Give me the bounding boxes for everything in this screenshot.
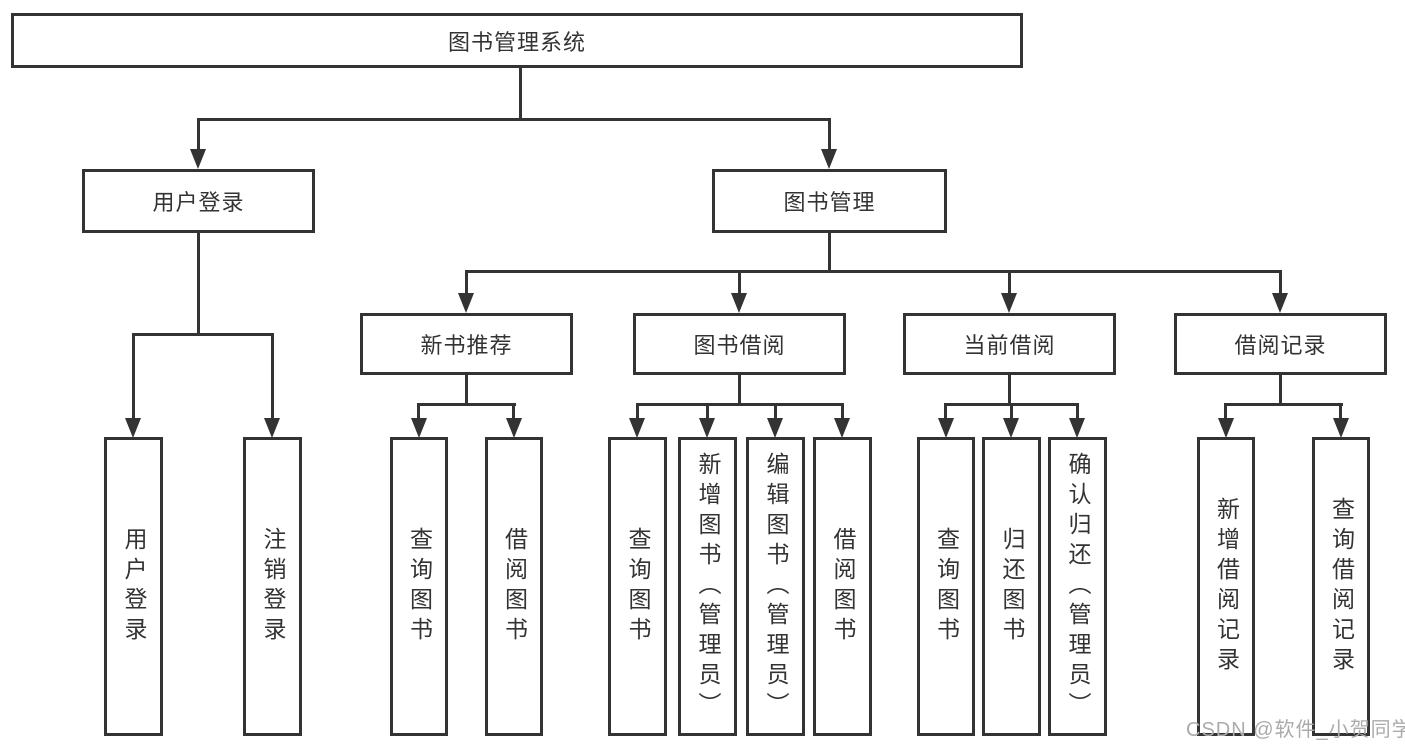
arrow-down-icon	[821, 149, 837, 169]
arrow-down-icon	[125, 418, 141, 438]
leaf-edit-books-admin: 编辑图书（管理员）	[746, 437, 805, 736]
connector-line	[1224, 403, 1227, 427]
arrow-down-icon	[767, 418, 783, 438]
connector-line	[512, 403, 515, 427]
connector-rail	[636, 403, 844, 406]
node-book-management-system: 图书管理系统	[11, 13, 1023, 68]
leaf-user-login: 用户登录	[104, 437, 163, 736]
leaf-borrow-books: 借阅图书	[813, 437, 872, 736]
arrow-down-icon	[834, 418, 850, 438]
leaf-query-books-recommend: 查询图书	[390, 437, 448, 736]
connector-line	[1279, 270, 1282, 298]
connector-line	[132, 333, 135, 427]
connector-level2-rail	[197, 118, 831, 121]
connector-root-stem	[519, 68, 522, 120]
connector-line	[1279, 375, 1282, 406]
csdn-watermark: CSDN @软件_小贺同学	[1186, 719, 1405, 741]
node-borrowing-records: 借阅记录	[1174, 313, 1387, 375]
node-book-management: 图书管理	[712, 169, 947, 233]
connector-line	[828, 118, 831, 157]
connector-line	[1008, 270, 1011, 298]
connector-line	[944, 403, 947, 427]
connector-book-mgmt-stem	[828, 233, 831, 273]
arrow-down-icon	[264, 418, 280, 438]
leaf-add-books-admin: 新增图书（管理员）	[678, 437, 737, 736]
connector-rail	[417, 403, 516, 406]
connector-line	[774, 403, 777, 427]
leaf-logout: 注销登录	[243, 437, 302, 736]
arrow-down-icon	[629, 418, 645, 438]
arrow-down-icon	[1333, 418, 1349, 438]
connector-line	[738, 270, 741, 298]
arrow-down-icon	[506, 418, 522, 438]
arrow-down-icon	[1218, 418, 1234, 438]
connector-line	[1010, 403, 1013, 427]
arrow-down-icon	[731, 293, 747, 313]
connector-line	[465, 375, 468, 406]
node-user-login: 用户登录	[82, 169, 315, 233]
arrow-down-icon	[190, 149, 206, 169]
connector-line	[841, 403, 844, 427]
arrow-down-icon	[699, 418, 715, 438]
connector-line	[271, 333, 274, 427]
connector-line	[197, 118, 200, 157]
connector-line	[1339, 403, 1342, 427]
arrow-down-icon	[1069, 418, 1085, 438]
leaf-query-borrow-record: 查询借阅记录	[1312, 437, 1370, 736]
leaf-add-borrow-record: 新增借阅记录	[1197, 437, 1255, 736]
connector-line	[1008, 375, 1011, 406]
node-current-borrowing: 当前借阅	[903, 313, 1116, 375]
connector-user-login-rail	[132, 333, 274, 336]
arrow-down-icon	[1001, 293, 1017, 313]
connector-line	[636, 403, 639, 427]
connector-line	[738, 375, 741, 406]
connector-line	[1076, 403, 1079, 427]
node-new-book-recommendation: 新书推荐	[360, 313, 573, 375]
arrow-down-icon	[1272, 293, 1288, 313]
arrow-down-icon	[458, 293, 474, 313]
connector-user-login-stem	[197, 233, 200, 336]
leaf-confirm-return-admin: 确认归还（管理员）	[1048, 437, 1107, 736]
arrow-down-icon	[411, 418, 427, 438]
leaf-return-books: 归还图书	[982, 437, 1041, 736]
leaf-borrow-books-recommend: 借阅图书	[485, 437, 543, 736]
connector-line	[465, 270, 468, 298]
connector-line	[417, 403, 420, 427]
connector-rail	[1224, 403, 1343, 406]
arrow-down-icon	[938, 418, 954, 438]
connector-level3-rail	[465, 270, 1282, 273]
connector-line	[706, 403, 709, 427]
arrow-down-icon	[1003, 418, 1019, 438]
leaf-query-books-current: 查询图书	[917, 437, 975, 736]
node-book-borrowing: 图书借阅	[633, 313, 846, 375]
leaf-query-books-borrowing: 查询图书	[608, 437, 667, 736]
